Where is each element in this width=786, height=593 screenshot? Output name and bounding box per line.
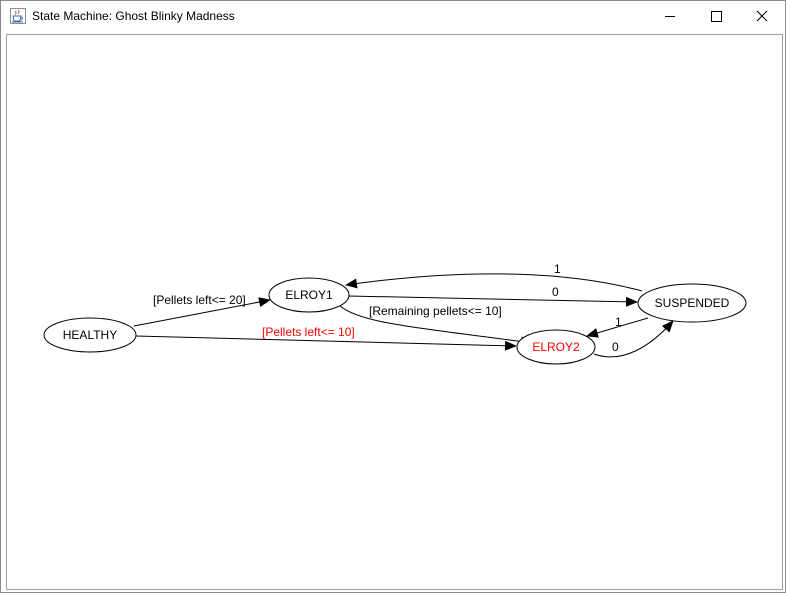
label-elroy2-to-suspended: 0 bbox=[612, 340, 619, 354]
minimize-icon bbox=[665, 16, 675, 17]
maximize-icon bbox=[711, 11, 722, 22]
edge-elroy1-to-suspended bbox=[347, 295, 638, 307]
edge-healthy-to-elroy2 bbox=[135, 335, 517, 351]
minimize-button[interactable] bbox=[647, 1, 693, 32]
edge-elroy1-to-elroy2 bbox=[339, 305, 533, 347]
window-title: State Machine: Ghost Blinky Madness bbox=[32, 9, 235, 23]
label-suspended-to-elroy1: 1 bbox=[554, 262, 561, 276]
title-bar[interactable]: State Machine: Ghost Blinky Madness bbox=[1, 1, 785, 32]
state-healthy-label: HEALTHY bbox=[63, 328, 117, 342]
state-elroy2-label: ELROY2 bbox=[532, 340, 580, 354]
edge-elroy2-to-suspended bbox=[593, 320, 674, 358]
state-diagram: [Pellets left<= 20] [Pellets left<= 10] … bbox=[43, 262, 747, 365]
maximize-button[interactable] bbox=[693, 1, 739, 32]
label-elroy1-to-elroy2: [Remaining pellets<= 10] bbox=[369, 304, 502, 318]
label-suspended-to-elroy2: 1 bbox=[615, 315, 622, 329]
edge-suspended-to-elroy2 bbox=[586, 317, 649, 338]
label-healthy-to-elroy2: [Pellets left<= 10] bbox=[262, 325, 355, 339]
state-healthy[interactable]: HEALTHY bbox=[43, 317, 137, 353]
state-elroy2[interactable]: ELROY2 bbox=[516, 329, 596, 365]
state-elroy1-label: ELROY1 bbox=[285, 288, 333, 302]
edge-healthy-to-elroy1 bbox=[133, 297, 271, 327]
close-icon bbox=[756, 10, 768, 22]
close-button[interactable] bbox=[739, 1, 785, 32]
edge-suspended-to-elroy1 bbox=[345, 273, 643, 292]
state-suspended[interactable]: SUSPENDED bbox=[637, 283, 747, 323]
label-healthy-to-elroy1: [Pellets left<= 20] bbox=[153, 293, 246, 307]
label-elroy1-to-suspended: 0 bbox=[552, 285, 559, 299]
state-elroy1[interactable]: ELROY1 bbox=[268, 277, 350, 313]
state-suspended-label: SUSPENDED bbox=[655, 296, 730, 310]
diagram-canvas: [Pellets left<= 20] [Pellets left<= 10] … bbox=[6, 34, 783, 590]
java-coffee-icon bbox=[10, 8, 26, 24]
